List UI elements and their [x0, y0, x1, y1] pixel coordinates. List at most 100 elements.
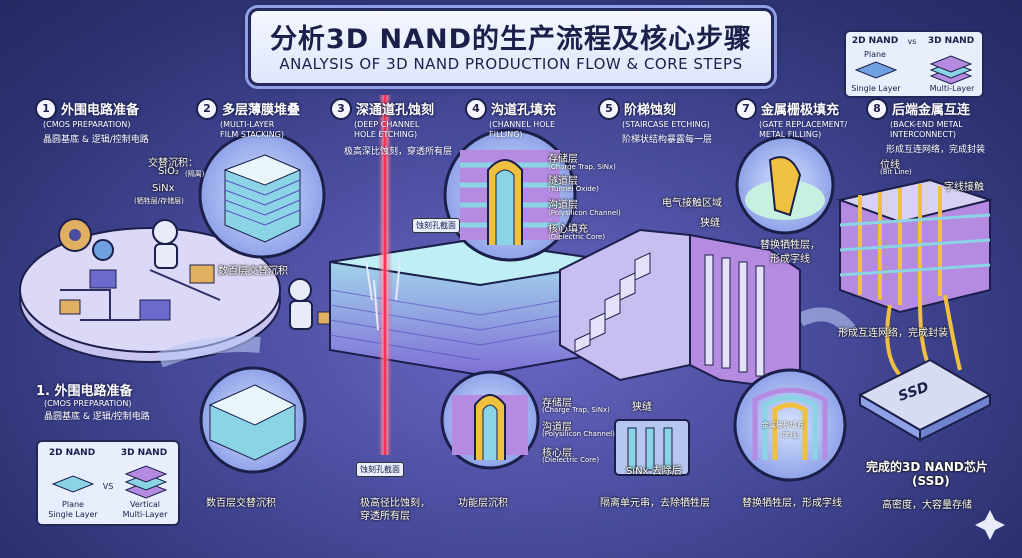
metal-gate-lens: [735, 135, 835, 235]
step-3-desc: 极高深比蚀刻，穿透所有层: [344, 147, 453, 157]
step-1-number: 1: [35, 98, 57, 120]
legend-top-2d: 2D NAND: [851, 36, 899, 46]
ssd-chip: [857, 358, 993, 442]
label-isolate: 隔离单元串，去除牺牲层: [600, 498, 710, 509]
interconnect-block: [836, 178, 994, 382]
step-2-number: 2: [196, 98, 218, 120]
step-1-en: (CMOS PREPARATION): [43, 120, 131, 129]
title-cn: 分析3D NAND的生产流程及核心步骤: [269, 24, 753, 55]
label-interconnect: 形成互连网络，完成封装: [838, 328, 948, 339]
label-core-b-en: (Dielectric Core): [542, 456, 600, 464]
label-storage-b-en: (Charge Trap, SiNx): [542, 406, 610, 414]
label-etch-bottom-1: 极高径比蚀刻，: [360, 498, 430, 509]
label-metal-fill-2: (字线): [780, 431, 800, 439]
label-replace: 替换牺牲层，: [760, 240, 820, 251]
label-wordline-contact: 字线接触: [944, 182, 984, 193]
step-1-repeat-en: (CMOS PREPARATION): [44, 399, 132, 408]
step-3-title: 深通道孔蚀刻: [356, 103, 435, 118]
legend-top-single: Single Layer: [851, 84, 901, 93]
step-7-number: 7: [735, 98, 757, 120]
channel-fill-bottom-lens: [440, 370, 540, 470]
step-4-en2: FILLING): [489, 130, 523, 139]
label-channel-b: 沟道层: [542, 422, 572, 433]
label-etch-section: 蚀刻孔截面: [412, 218, 460, 233]
sinx-removed-panel: [614, 419, 690, 476]
legend-bottom-plane: Plane: [62, 500, 84, 509]
wafer-platform: [19, 227, 281, 363]
channel-fill-lens: [443, 128, 577, 262]
step-7-en1: (GATE REPLACEMENT/: [759, 120, 848, 129]
legend-top: 2D NAND vs 3D NAND Plane Single Layer Mu…: [844, 30, 984, 98]
label-hundreds-bottom: 数百层交替沉积: [206, 498, 276, 509]
label-sio2-note: (隔离): [185, 170, 205, 178]
legend-bottom: 2D NAND 3D NAND VS Plane Single Layer Ve…: [36, 440, 180, 526]
label-sio2: SiO₂: [158, 166, 180, 177]
film-stack-lens: [198, 131, 326, 259]
label-func-dep: 功能层沉积: [458, 498, 508, 509]
legend-top-3d: 3D NAND: [927, 36, 975, 46]
step-2-en2: FILM STACKING): [220, 130, 285, 139]
legend-top-vs: vs: [907, 37, 917, 46]
label-finished-2: (SSD): [912, 474, 950, 488]
step-3-number: 3: [330, 98, 352, 120]
step-8-desc: 形成互连网络，完成封装: [886, 145, 986, 155]
label-etch-section-bottom: 蚀刻孔截面: [356, 462, 404, 477]
label-sinx: SiNx: [152, 183, 175, 194]
legend-bottom-vs: VS: [102, 482, 114, 491]
label-core-b: 核心层: [542, 448, 572, 459]
step-3-en1: (DEEP CHANNEL: [354, 120, 420, 129]
step-1-repeat-desc: 晶圆基底 & 逻辑/控制电路: [44, 412, 150, 422]
sparkle-icon: [975, 510, 1005, 540]
label-density: 高密度，大容量存储: [882, 500, 972, 511]
label-slit: 狭缝: [700, 218, 720, 229]
step-1-title: 外围电路准备: [61, 103, 140, 118]
label-tunnel-en: (Tunnel Oxide): [548, 185, 599, 193]
step-1-repeat: 1. 外围电路准备 (CMOS PREPARATION) 晶圆基底 & 逻辑/控…: [36, 380, 150, 422]
title-en: ANALYSIS OF 3D NAND PRODUCTION FLOW & CO…: [279, 55, 743, 73]
label-storage-en: (Charge Trap, SiNx): [548, 163, 616, 171]
label-alt-dep: 交替沉积：: [148, 158, 198, 169]
label-channel-en: (Polysilicon Channel): [548, 209, 621, 217]
label-core: 核心填充: [548, 224, 588, 235]
step-2-title: 多层薄膜堆叠: [222, 103, 301, 118]
step-1-repeat-title: 1. 外围电路准备: [36, 384, 133, 399]
title-box: 分析3D NAND的生产流程及核心步骤 ANALYSIS OF 3D NAND …: [248, 8, 774, 86]
step-5-number: 5: [598, 98, 620, 120]
label-contact-area: 电气接触区域: [662, 198, 722, 209]
label-finished: 完成的3D NAND芯片: [866, 460, 988, 474]
main-stack: [329, 228, 801, 392]
gear-icon: [58, 218, 114, 261]
legend-bottom-2d: 2D NAND: [48, 448, 96, 458]
step-4-en1: (CHANNEL HOLE: [489, 120, 556, 129]
step-2-en1: (MULTI-LAYER: [220, 120, 275, 129]
step-8-number: 8: [866, 98, 888, 120]
label-sinx-note: (牺牲层/存储层): [134, 197, 184, 205]
label-slit-bottom: 狭缝: [632, 402, 652, 413]
flow-arrow: [157, 336, 261, 368]
legend-bottom-vertical: Vertical: [130, 500, 160, 509]
step-4-number: 4: [465, 98, 487, 120]
legend-bottom-single: Single Layer: [48, 510, 98, 519]
drill-bits: [365, 259, 401, 331]
step-3-en2: HOLE ETCHING): [354, 130, 418, 139]
step-5-title: 阶梯蚀刻: [624, 103, 677, 118]
legend-bottom-multi: Multi-Layer: [122, 510, 168, 519]
legend-top-plane: Plane: [864, 50, 886, 59]
label-core-en: (Dielectric Core): [548, 233, 606, 241]
label-replace-2: 形成字线: [770, 254, 810, 265]
step-4-title: 沟道孔填充: [491, 103, 557, 118]
step-7-title: 金属栅极填充: [761, 103, 840, 118]
label-metal-fill: 金属栅极填充: [762, 421, 804, 429]
label-storage-b: 存储层: [542, 398, 572, 409]
step-5-desc: 阶梯状结构暴露每一层: [622, 135, 713, 145]
step-5-en1: (STAIRCASE ETCHING): [622, 120, 710, 129]
label-storage: 存储层: [548, 154, 578, 165]
label-etch-bottom-2: 穿透所有层: [360, 511, 410, 522]
label-channel: 沟道层: [548, 200, 578, 211]
label-sinx-removed: SiNx 去除后: [626, 466, 682, 477]
label-hundreds: 数百层交替沉积: [218, 266, 288, 277]
bottom-stack-lens: [199, 366, 307, 474]
legend-bottom-3d: 3D NAND: [120, 448, 168, 458]
